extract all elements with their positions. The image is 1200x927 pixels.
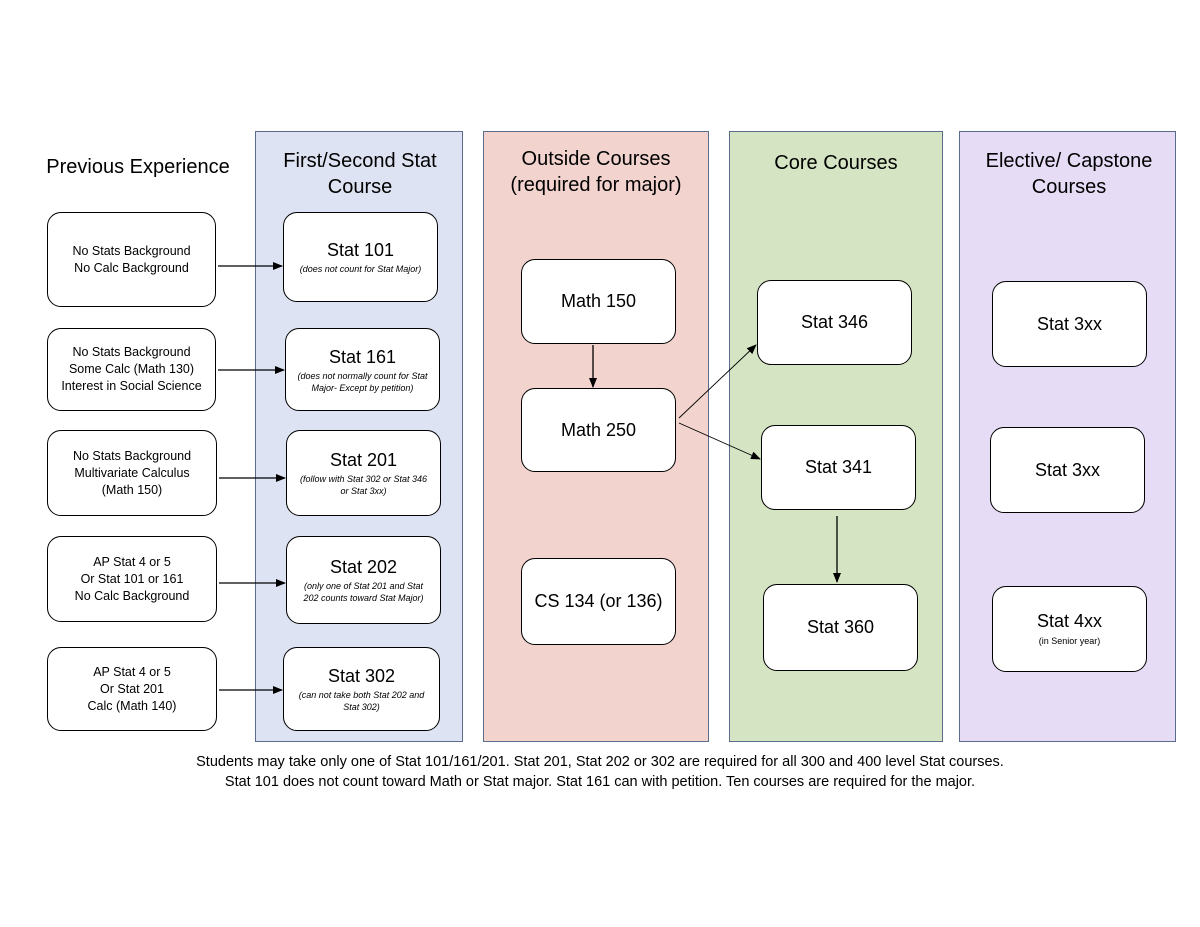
course-stat-201: Stat 201 (follow with Stat 302 or Stat 3… — [286, 430, 441, 516]
footer-line-2: Stat 101 does not count toward Math or S… — [224, 774, 976, 790]
arrow-math250-stat346 — [678, 344, 757, 419]
course-stat-4xx: Stat 4xx (in Senior year) — [992, 586, 1147, 672]
course-stat-360: Stat 360 — [763, 584, 918, 671]
course-stat-346: Stat 346 — [757, 280, 912, 365]
course-stat-302: Stat 302 (can not take both Stat 202 and… — [283, 647, 440, 731]
footer-line-1: Students may take only one of Stat 101/1… — [196, 754, 1004, 770]
course-cs-134: CS 134 (or 136) — [521, 558, 676, 645]
outside-title: Outside Courses (required for major) — [510, 148, 682, 196]
course-stat-101: Stat 101 (does not count for Stat Major) — [283, 212, 438, 302]
elective-title: Elective/ Capstone Courses — [985, 150, 1153, 198]
arrow-math250-stat341 — [678, 422, 761, 460]
first-second-title: First/Second Stat Course — [283, 150, 437, 198]
course-stat-202: Stat 202 (only one of Stat 201 and Stat … — [286, 536, 441, 624]
course-math-150: Math 150 — [521, 259, 676, 344]
previous-item-2: No Stats Background Some Calc (Math 130)… — [47, 328, 216, 411]
core-title: Core Courses — [774, 152, 898, 174]
previous-item-1: No Stats Background No Calc Background — [47, 212, 216, 307]
course-math-250: Math 250 — [521, 388, 676, 472]
course-stat-3xx-1: Stat 3xx — [992, 281, 1147, 367]
course-stat-161: Stat 161 (does not normally count for St… — [285, 328, 440, 411]
previous-experience-title: Previous Experience — [46, 156, 230, 178]
course-stat-3xx-2: Stat 3xx — [990, 427, 1145, 513]
previous-item-5: AP Stat 4 or 5 Or Stat 201 Calc (Math 14… — [47, 647, 217, 731]
previous-item-4: AP Stat 4 or 5 Or Stat 101 or 161 No Cal… — [47, 536, 217, 622]
course-stat-341: Stat 341 — [761, 425, 916, 510]
previous-item-3: No Stats Background Multivariate Calculu… — [47, 430, 217, 516]
